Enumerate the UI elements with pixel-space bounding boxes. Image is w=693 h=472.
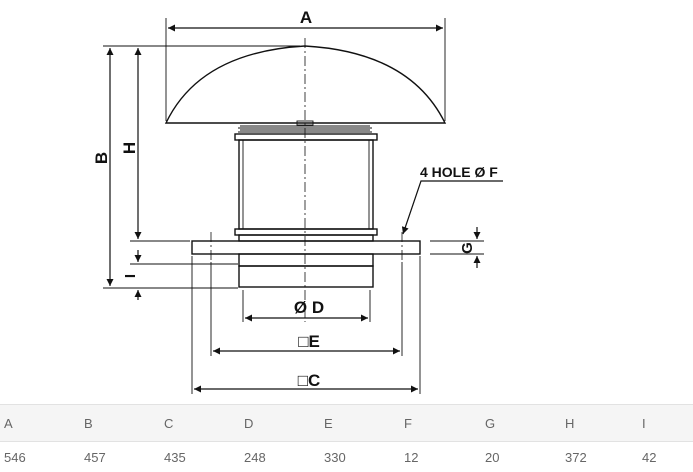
dim-label-g: G: [459, 242, 476, 254]
dim-label-b: B: [92, 152, 111, 164]
table-cell: 372: [561, 442, 638, 472]
table-row: 546 457 435 248 330 12 20 372 42: [0, 442, 693, 472]
dimension-table: A B C D E F G H I 546 457 435 248 330 12…: [0, 404, 693, 472]
table-header-row: A B C D E F G H I: [0, 405, 693, 442]
table-header-cell: E: [320, 405, 400, 442]
dim-label-d: Ø D: [294, 298, 324, 317]
hole-leader: [403, 181, 503, 234]
table-cell: 435: [160, 442, 240, 472]
table-cell: 42: [638, 442, 693, 472]
spigot-band: [239, 254, 373, 266]
table-header-cell: I: [638, 405, 693, 442]
table-cell: 330: [320, 442, 400, 472]
spigot: [239, 266, 373, 287]
hole-label: 4 HOLE Ø F: [420, 164, 498, 180]
table-header-cell: A: [0, 405, 80, 442]
dim-label-i: I: [122, 274, 139, 278]
table-header-cell: C: [160, 405, 240, 442]
table-header-cell: G: [481, 405, 561, 442]
lower-collar: [239, 235, 373, 241]
table-header-cell: D: [240, 405, 320, 442]
table-header-cell: H: [561, 405, 638, 442]
table-cell: 12: [400, 442, 481, 472]
table-cell: 457: [80, 442, 160, 472]
dim-label-a: A: [300, 8, 312, 27]
hood-outline: [166, 46, 445, 123]
table-cell: 20: [481, 442, 561, 472]
lower-band: [235, 229, 377, 235]
technical-drawing: A B H I G 4 HOLE Ø F Ø D □E □C: [0, 0, 693, 404]
motor-body: [239, 140, 373, 229]
table-cell: 248: [240, 442, 320, 472]
table-header-cell: B: [80, 405, 160, 442]
dim-label-c: □C: [298, 371, 321, 390]
dim-label-h: H: [120, 142, 139, 154]
upper-band: [235, 134, 377, 140]
dim-label-e: □E: [298, 332, 320, 351]
flange-plate: [192, 241, 420, 254]
table-header-cell: F: [400, 405, 481, 442]
table-cell: 546: [0, 442, 80, 472]
